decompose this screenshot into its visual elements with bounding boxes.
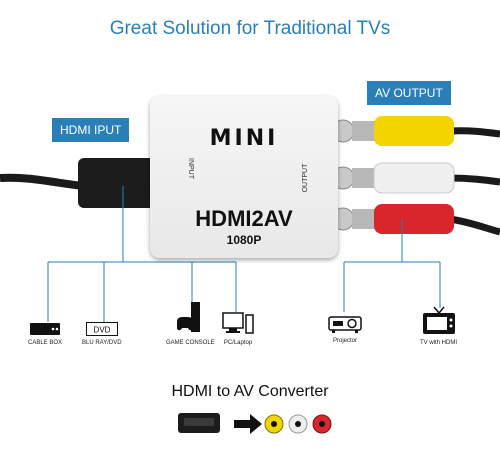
source-label: CABLE BOX xyxy=(28,340,63,346)
adapter-model: HDMI2AV xyxy=(195,206,293,231)
source-dvd: DVD BLU RAY/DVD xyxy=(82,322,122,346)
hdmi-cable xyxy=(0,173,85,190)
source-game-console: GAME CONSOLE xyxy=(166,302,215,346)
projector-icon xyxy=(328,316,362,333)
hdmi-plug xyxy=(78,158,158,208)
arrow-right-icon xyxy=(234,414,262,434)
adapter-brand: MINI xyxy=(209,126,279,151)
converter-subtitle: HDMI to AV Converter xyxy=(171,383,329,400)
output-tv: TV with HDMI xyxy=(420,306,457,346)
svg-text:DVD: DVD xyxy=(93,326,110,335)
badge-hdmi-input: HDMI IPUT xyxy=(52,118,130,142)
adapter-resolution: 1080P xyxy=(226,233,262,247)
adapter-box: MINI INPUT OUTPUT HDMI2AV 1080P xyxy=(150,96,338,258)
pc-icon xyxy=(222,312,254,334)
page-title: Great Solution for Traditional TVs xyxy=(109,18,391,39)
adapter-input-label: INPUT xyxy=(187,158,194,179)
rca-cables xyxy=(331,116,500,236)
output-label: TV with HDMI xyxy=(420,340,458,346)
cable-box-icon xyxy=(30,323,60,335)
badge-av-output: AV OUTPUT xyxy=(367,81,451,105)
source-cable-box: CABLE BOX xyxy=(28,322,62,346)
dvd-player-icon: DVD xyxy=(85,322,118,336)
source-pc: PC/Laptop xyxy=(222,312,254,346)
tv-icon xyxy=(422,306,455,334)
game-console-icon xyxy=(177,302,201,332)
input-lines xyxy=(47,186,237,322)
output-lines xyxy=(343,219,441,312)
adapter-output-label: OUTPUT xyxy=(302,163,309,193)
output-label: Projector xyxy=(332,338,357,344)
source-label: PC/Laptop xyxy=(223,340,253,346)
source-label: GAME CONSOLE xyxy=(166,340,215,346)
converter-diagram xyxy=(178,413,332,434)
output-projector: Projector xyxy=(328,314,362,344)
source-label: BLU RAY/DVD xyxy=(82,340,122,346)
